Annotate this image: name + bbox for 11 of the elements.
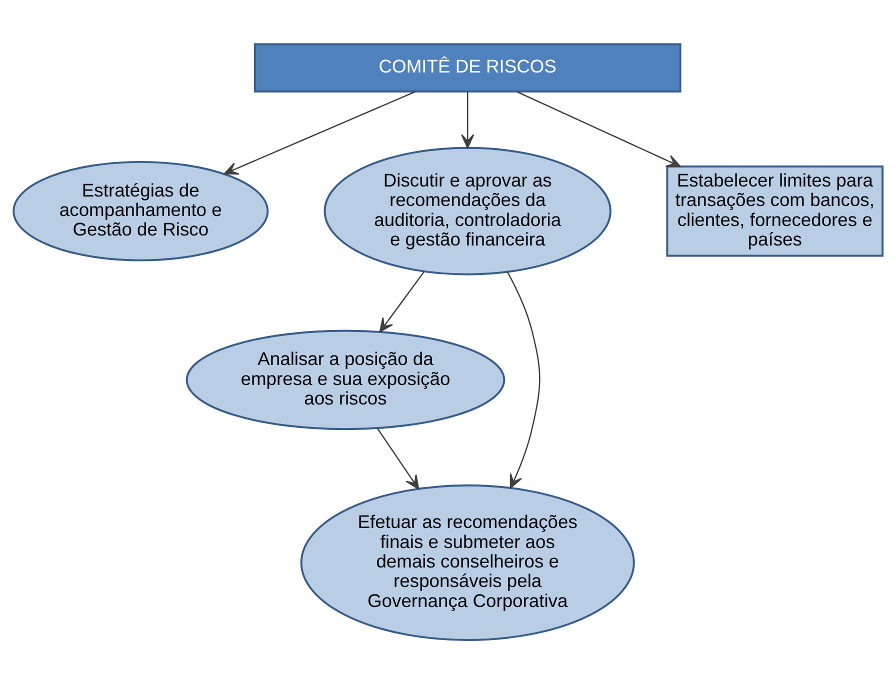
arrow (461, 92, 474, 148)
node-ellipse: Analisar a posição da empresa e sua exposição aos riscos (186, 330, 506, 430)
arrow (506, 272, 540, 489)
arrow (379, 271, 425, 332)
node-ellipse: Efetuar as recomendações finais e submeter aos demais conselheiros e responsáveis pela Governança Corporativa (300, 484, 635, 641)
node-box: COMITÊ DE RISCOS (254, 43, 682, 92)
node-ellipse: Discutir e aprovar as recomendações da auditoria, controladoria e gestão financeira (324, 146, 612, 276)
arrow (377, 428, 420, 490)
arrow (516, 91, 681, 168)
node-box: Estabelecer limites para transações com bancos, clientes, fornecedores e países (666, 165, 884, 257)
arrow (224, 91, 416, 175)
